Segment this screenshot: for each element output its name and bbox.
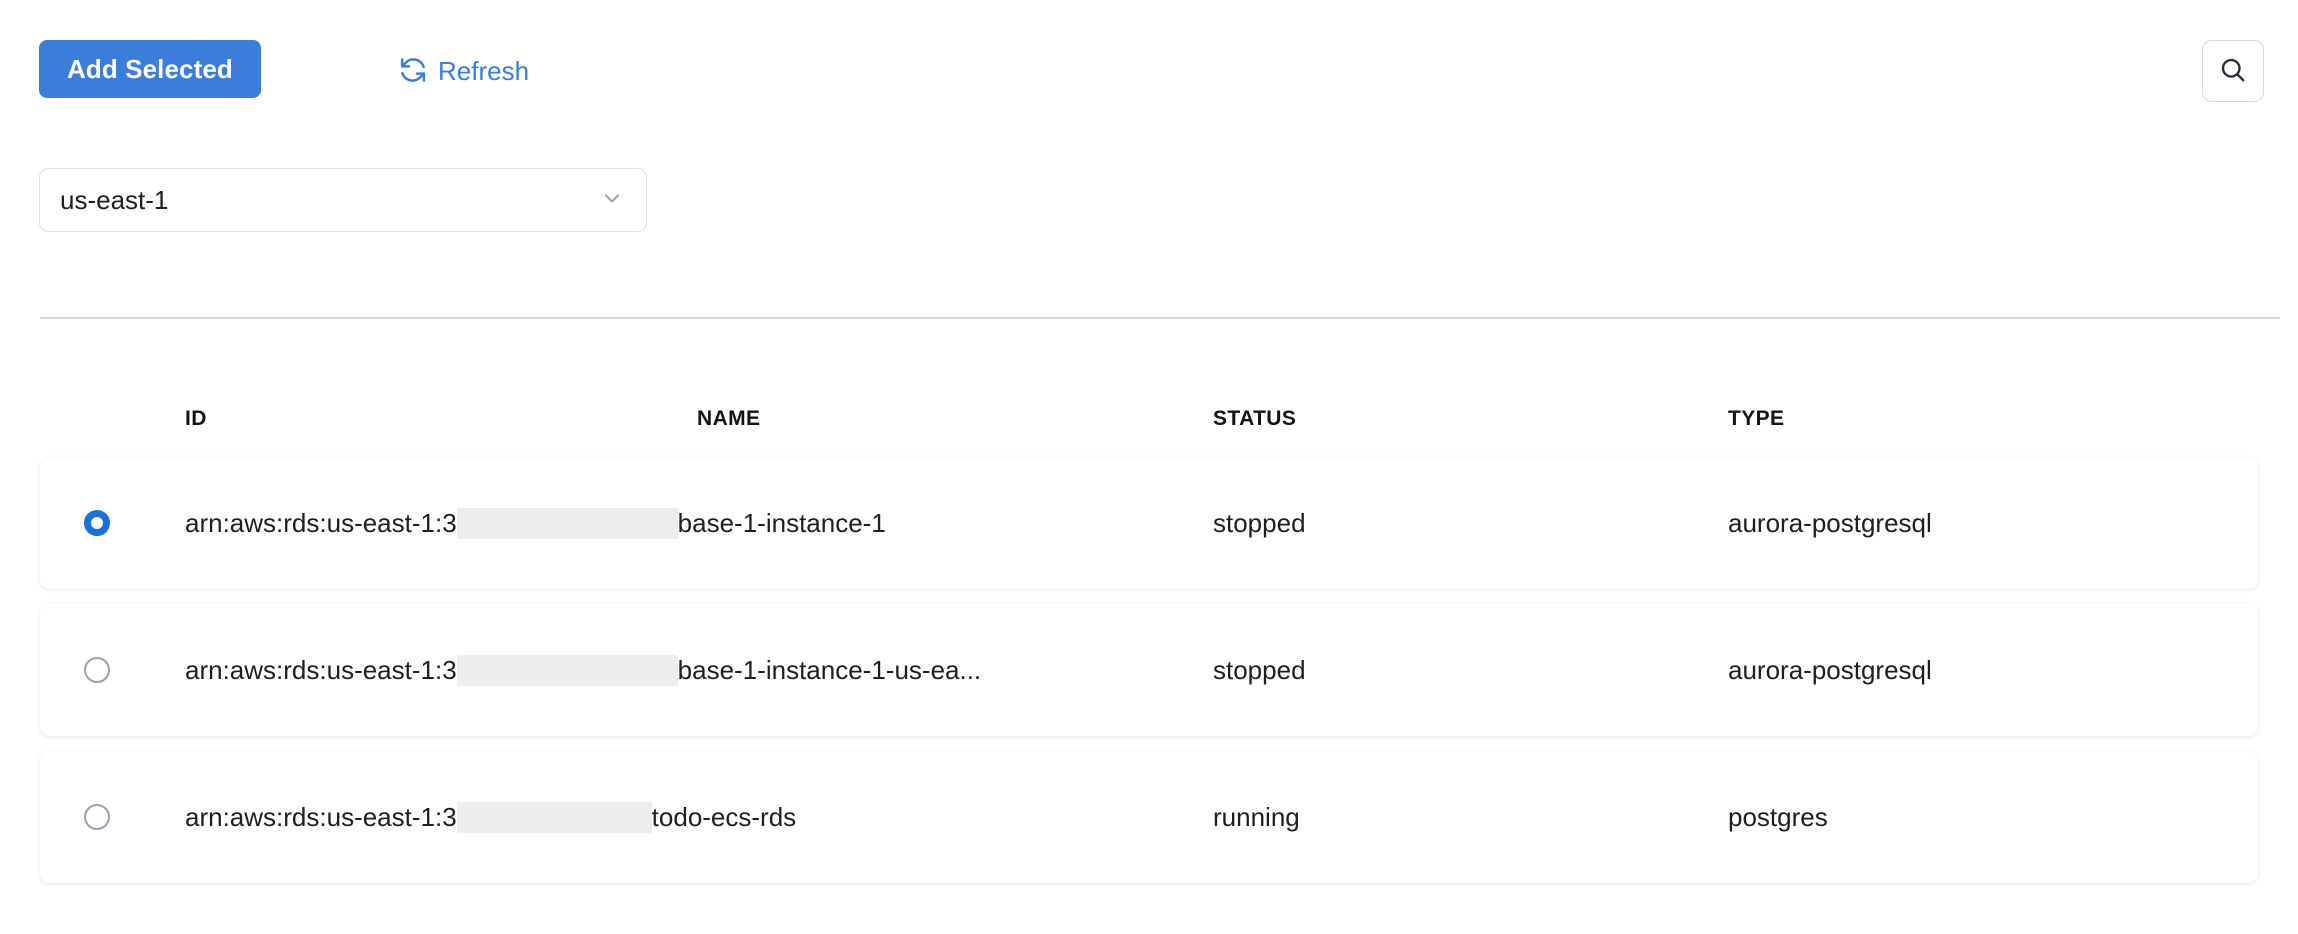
row-id-suffix: base-1-instance-1-us-ea... (677, 654, 982, 685)
row-radio-button[interactable] (84, 657, 110, 683)
search-icon (2218, 55, 2248, 88)
row-id-prefix: arn:aws:rds:us-east-1:3 (185, 507, 457, 538)
column-header-status: STATUS (1213, 407, 1297, 430)
search-button[interactable] (2202, 40, 2264, 102)
table-header-row: ID NAME STATUS TYPE (0, 395, 2298, 457)
column-header-name: NAME (697, 407, 761, 430)
row-id-redacted: xxxxxxxxxxxxxxxxx (456, 654, 678, 686)
table-row[interactable]: arn:aws:rds:us-east-1:3xxxxxxxxxxxxxxx t… (40, 751, 2258, 883)
table-row[interactable]: arn:aws:rds:us-east-1:3xxxxxxxxxxxxxxxxx… (40, 604, 2258, 736)
add-selected-button[interactable]: Add Selected (39, 40, 261, 98)
row-radio-cell[interactable] (84, 457, 144, 589)
row-id-suffix: todo-ecs-rds (651, 801, 797, 832)
row-id-prefix: arn:aws:rds:us-east-1:3 (185, 654, 457, 685)
row-id-suffix: base-1-instance-1 (677, 507, 886, 538)
region-select-value: us-east-1 (60, 184, 169, 215)
row-id-cell: arn:aws:rds:us-east-1:3xxxxxxxxxxxxxxxxx… (185, 457, 886, 589)
column-header-id: ID (185, 407, 207, 430)
row-type-cell: aurora-postgresql (1728, 654, 1932, 685)
row-id-cell: arn:aws:rds:us-east-1:3xxxxxxxxxxxxxxx t… (185, 751, 796, 883)
row-id-redacted: xxxxxxxxxxxxxxxxx (456, 507, 678, 539)
row-radio-button[interactable] (84, 804, 110, 830)
row-radio-button[interactable] (84, 510, 110, 536)
chevron-down-icon (600, 186, 624, 215)
row-id-cell: arn:aws:rds:us-east-1:3xxxxxxxxxxxxxxxxx… (185, 604, 981, 736)
toolbar: Add Selected Refresh (0, 0, 2298, 120)
row-status-cell: stopped (1213, 654, 1306, 685)
region-select[interactable]: us-east-1 (39, 168, 647, 232)
section-divider (40, 317, 2280, 319)
row-id-prefix: arn:aws:rds:us-east-1:3 (185, 801, 457, 832)
row-status-cell: running (1213, 801, 1300, 832)
table-row[interactable]: arn:aws:rds:us-east-1:3xxxxxxxxxxxxxxxxx… (40, 457, 2258, 589)
row-id-redacted: xxxxxxxxxxxxxxx (456, 801, 652, 833)
row-status-cell: stopped (1213, 507, 1306, 538)
row-type-cell: aurora-postgresql (1728, 507, 1932, 538)
refresh-button[interactable]: Refresh (398, 51, 529, 91)
row-radio-cell[interactable] (84, 751, 144, 883)
row-type-cell: postgres (1728, 801, 1828, 832)
row-radio-cell[interactable] (84, 604, 144, 736)
resources-table: ID NAME STATUS TYPE arn:aws:rds:us-east-… (0, 395, 2298, 898)
refresh-icon (398, 55, 428, 88)
column-header-type: TYPE (1728, 407, 1785, 430)
refresh-label: Refresh (438, 56, 530, 86)
add-selected-label: Add Selected (67, 53, 233, 84)
